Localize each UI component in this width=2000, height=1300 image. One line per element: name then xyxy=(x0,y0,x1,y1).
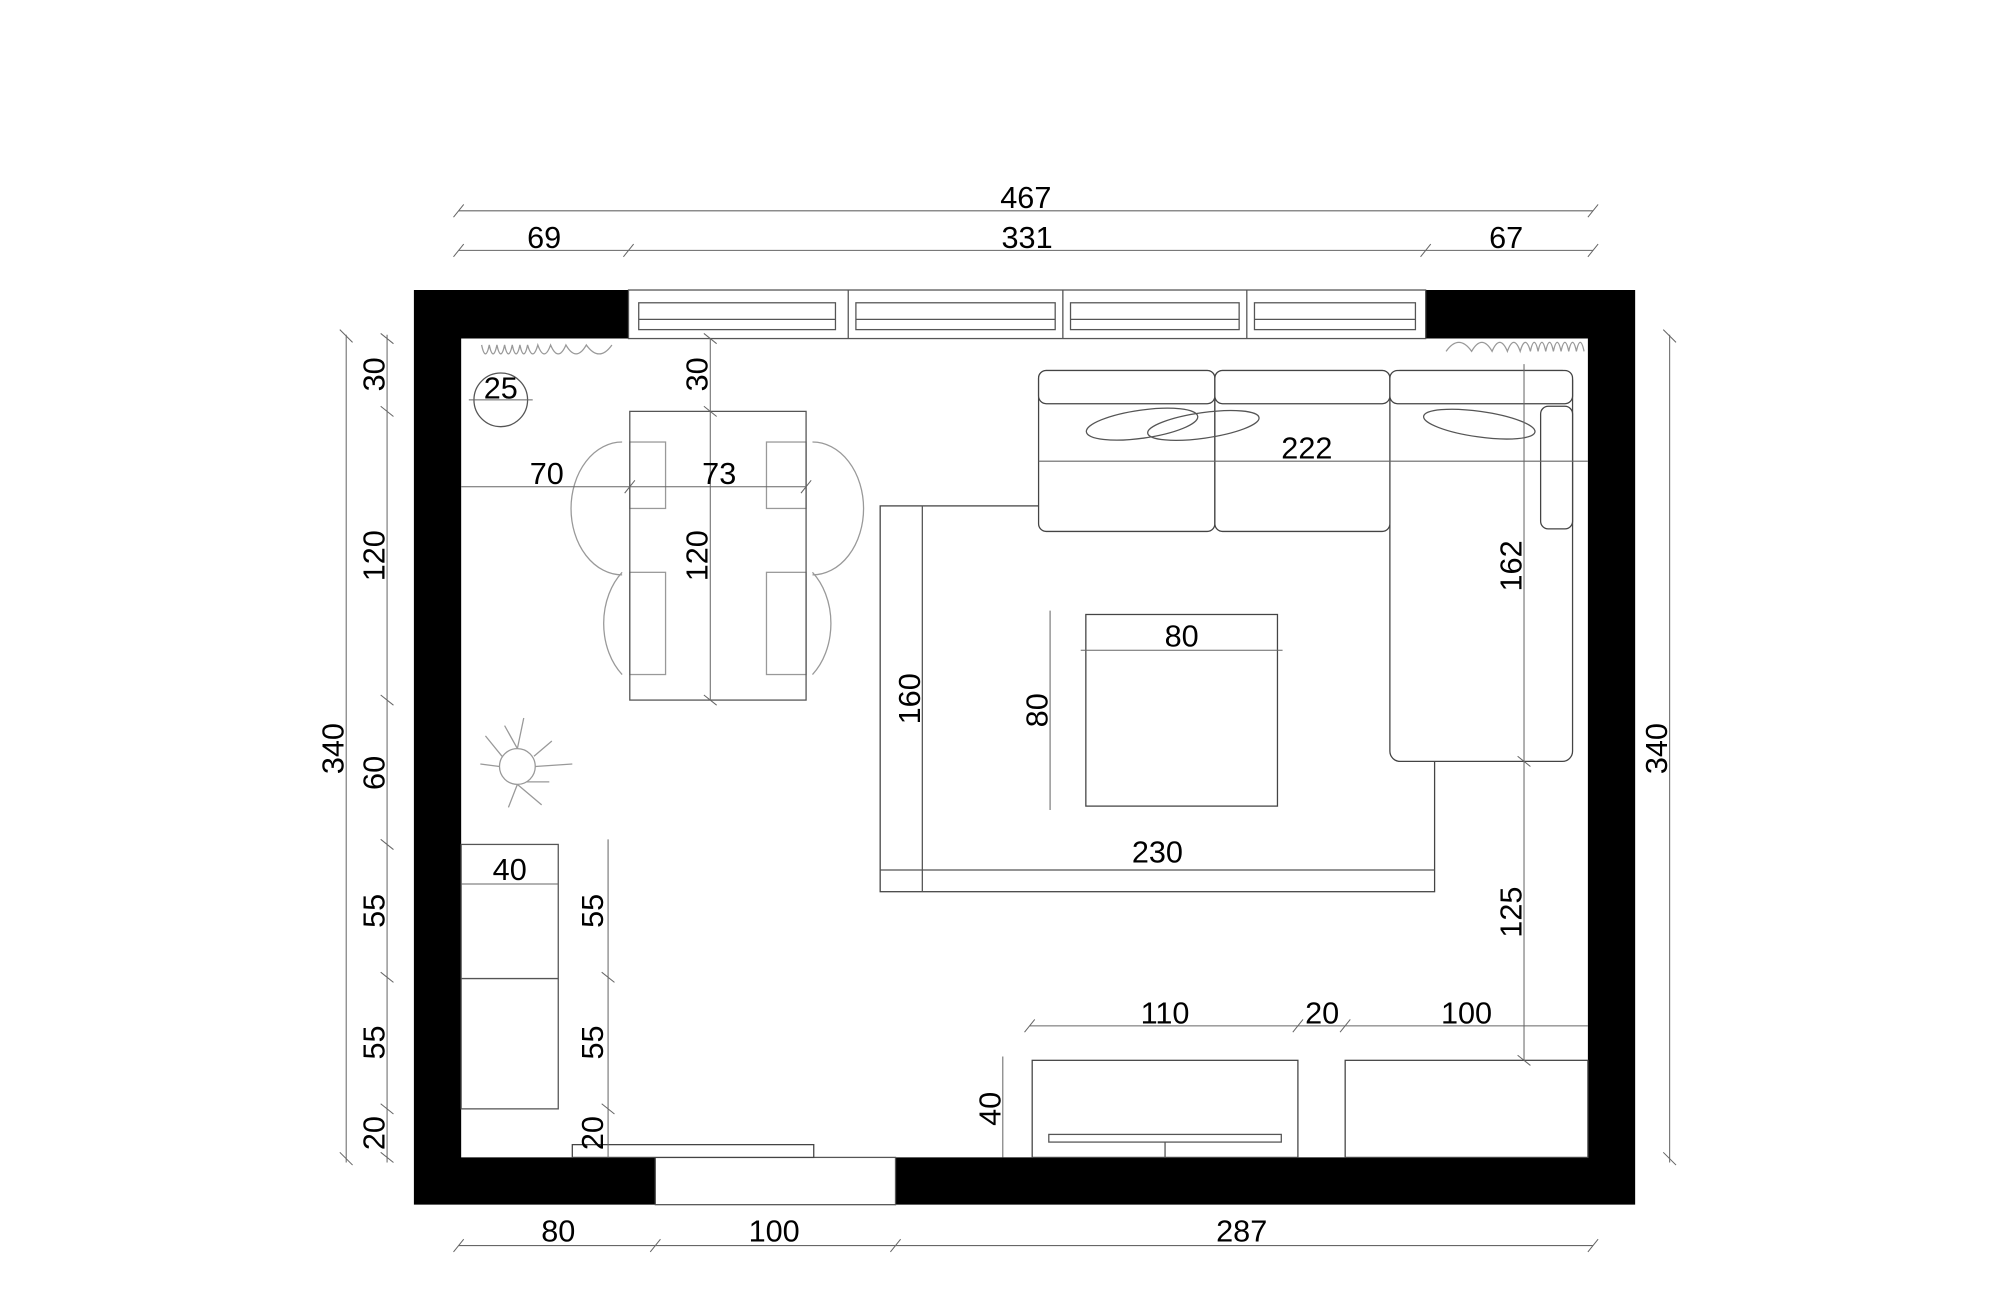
dim-cabinet-section: 55 xyxy=(576,1025,610,1059)
dim-left-col: 55 xyxy=(358,1025,392,1059)
dim-left-col: 120 xyxy=(358,530,392,581)
dim-right-pier: 67 xyxy=(1489,221,1523,255)
curtain-right xyxy=(1445,341,1585,354)
dim-gap-units: 125 xyxy=(1494,887,1528,938)
plant-icon xyxy=(480,717,573,808)
right-unit[interactable] xyxy=(1344,1059,1589,1159)
door-opening[interactable] xyxy=(654,1156,897,1206)
dim-left-col: 20 xyxy=(358,1116,392,1150)
dining-table[interactable] xyxy=(629,410,807,701)
dim-cabinet-depth: 40 xyxy=(493,853,527,887)
corner-sofa[interactable] xyxy=(1037,369,1574,763)
dim-table-length: 120 xyxy=(681,530,715,581)
dim-left-col: 30 xyxy=(358,357,392,391)
dim-sofa-length: 222 xyxy=(1281,432,1332,466)
dim-bottom-right: 287 xyxy=(1216,1215,1267,1249)
dim-overall-width: 467 xyxy=(1000,181,1051,215)
dim-cabinet-section: 55 xyxy=(576,894,610,928)
cushion xyxy=(1085,407,1199,441)
dim-dining-gap-top: 30 xyxy=(681,357,715,391)
dim-left-pier: 69 xyxy=(527,221,561,255)
dim-units-depth: 40 xyxy=(973,1092,1007,1126)
dim-plant: 25 xyxy=(484,372,518,406)
dim-coffee-depth: 80 xyxy=(1021,693,1055,727)
dimension-lines xyxy=(339,204,1677,1253)
dim-height-left: 340 xyxy=(317,723,351,774)
dim-dining-gap-left: 70 xyxy=(530,457,564,491)
dim-units-gap: 20 xyxy=(1305,996,1339,1030)
dim-table-width: 73 xyxy=(702,457,736,491)
dim-chaise: 162 xyxy=(1494,540,1528,591)
dim-rug-width: 160 xyxy=(893,673,927,724)
dimension-labels: 467 69 331 67 80 100 287 340 340 30 120 … xyxy=(317,181,1674,1248)
shoe-rack xyxy=(571,1143,815,1159)
dining-set[interactable] xyxy=(570,410,865,701)
coffee-table[interactable] xyxy=(1085,613,1279,807)
dim-bottom-left: 80 xyxy=(541,1215,575,1249)
left-cabinet[interactable] xyxy=(460,843,559,1110)
dim-left-col: 55 xyxy=(358,894,392,928)
dim-coffee-width: 80 xyxy=(1165,619,1199,653)
dim-rug-length: 230 xyxy=(1132,835,1183,869)
walls xyxy=(413,289,1636,1206)
dim-height-right: 340 xyxy=(1640,723,1674,774)
dim-window: 331 xyxy=(1002,221,1053,255)
tv-unit[interactable] xyxy=(1031,1059,1299,1159)
cushion xyxy=(1147,409,1260,441)
dim-cabinet-gap: 20 xyxy=(576,1116,610,1150)
dim-door: 100 xyxy=(749,1215,800,1249)
curtain-left xyxy=(480,342,613,355)
cushion xyxy=(1422,408,1536,440)
dim-tv-unit: 110 xyxy=(1141,996,1190,1030)
window-opening xyxy=(627,289,1427,340)
dim-left-col: 60 xyxy=(358,756,392,790)
window xyxy=(638,290,1417,339)
dim-right-unit: 100 xyxy=(1441,996,1492,1030)
